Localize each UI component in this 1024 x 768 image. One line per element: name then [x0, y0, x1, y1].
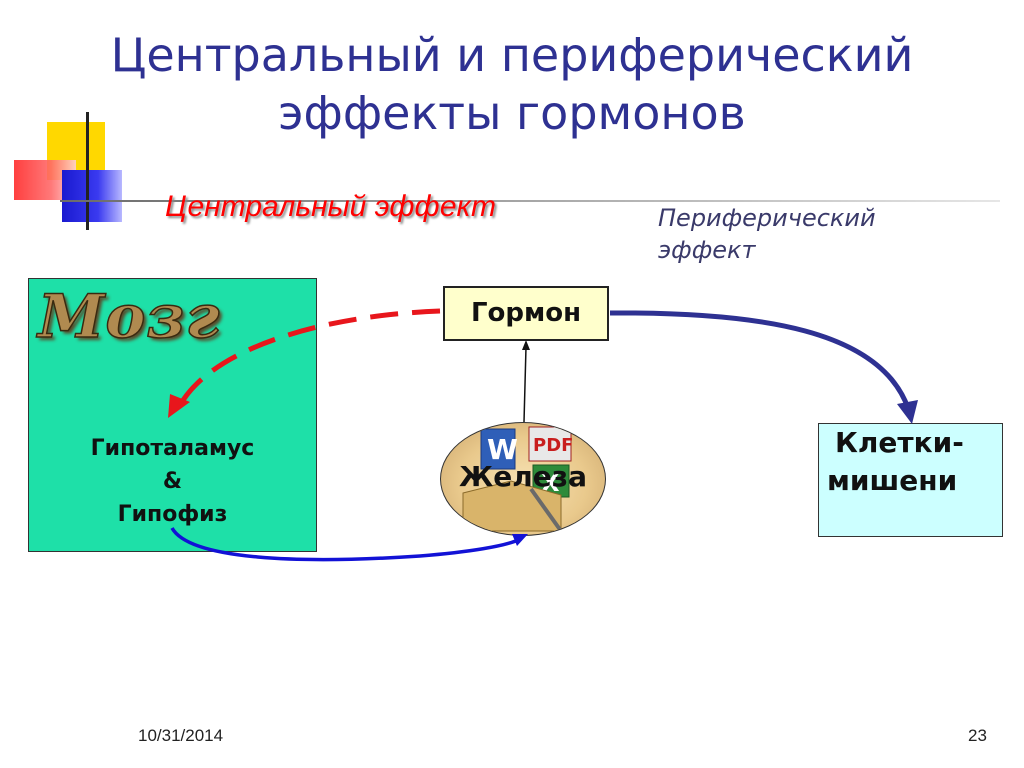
hormone-box: Гормон — [443, 286, 609, 341]
svg-text:W: W — [487, 433, 518, 466]
hypothalamus-label: Гипоталамус — [90, 436, 255, 461]
target-cells-box: Клетки- мишени — [818, 423, 1003, 537]
target-cells-line1: Клетки- — [835, 426, 964, 459]
decor-blue-square — [62, 170, 122, 222]
brain-word-art: Мозг — [37, 281, 221, 353]
gland-label: Железа — [459, 460, 587, 493]
slide-title-line2: эффекты гормонов — [278, 86, 746, 140]
svg-text:X: X — [541, 469, 560, 497]
peripheral-effect-line1: Периферический — [658, 204, 876, 232]
gland-to-hormone-arrow-head — [522, 340, 530, 350]
peripheral-effect-label: Периферический эффект — [658, 202, 876, 266]
slide-title: Центральный и периферический эффекты гор… — [0, 26, 1024, 142]
zip-folder-icon — [462, 480, 563, 533]
peripheral-effect-line2: эффект — [658, 236, 756, 264]
gland-to-hormone-arrow — [523, 346, 527, 423]
hypothalamus-pituitary-label: Гипоталамус & Гипофиз — [28, 432, 317, 531]
central-effect-label: Центральный эффект — [165, 190, 497, 223]
gland-ellipse: W PDF X — [440, 422, 606, 536]
decor-horizontal-line — [60, 200, 1000, 202]
pituitary-label: Гипофиз — [117, 502, 228, 527]
slide-date: 10/31/2014 — [138, 726, 224, 745]
decor-vertical-line — [86, 112, 89, 230]
target-cells-line2: мишени — [827, 464, 958, 497]
ampersand-label: & — [162, 469, 183, 494]
slide-title-line1: Центральный и периферический — [110, 28, 914, 82]
svg-text:PDF: PDF — [533, 435, 573, 456]
peripheral-arrow — [609, 310, 911, 409]
gland-icons: W PDF X — [462, 426, 573, 533]
word-icon: W — [480, 428, 518, 470]
slide-page-number: 23 — [968, 726, 987, 745]
pdf-icon: PDF — [528, 426, 573, 462]
peripheral-arrow-head — [897, 400, 918, 424]
